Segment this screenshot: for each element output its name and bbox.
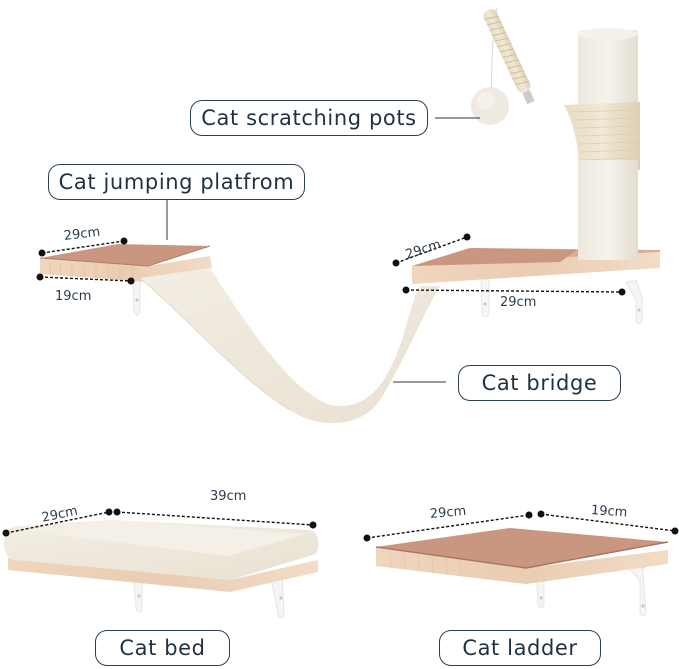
dimension-jumping-platform-depth: 19cm <box>55 289 92 304</box>
label-cat-scratching-post: Cat scratching pots <box>190 100 428 136</box>
label-cat-ladder: Cat ladder <box>439 630 601 666</box>
dimension-lines <box>5 236 676 539</box>
label-cat-jumping-platform: Cat jumping platfrom <box>48 164 305 200</box>
label-cat-bed: Cat bed <box>95 630 230 666</box>
dimension-ladder-depth: 19cm <box>590 503 628 521</box>
dimension-endpoints <box>2 233 679 542</box>
dimension-ladder-width: 29cm <box>429 503 467 522</box>
post-platform-illustration <box>412 160 660 325</box>
label-cat-bridge: Cat bridge <box>458 365 621 401</box>
cat-bridge-illustration <box>139 268 440 424</box>
dimension-post-platform-width: 29cm <box>500 295 537 310</box>
cat-bed-illustration <box>3 520 319 619</box>
cat-ladder-illustration <box>375 528 669 617</box>
dimension-bed-width: 39cm <box>210 489 247 504</box>
callout-lines <box>166 117 480 383</box>
